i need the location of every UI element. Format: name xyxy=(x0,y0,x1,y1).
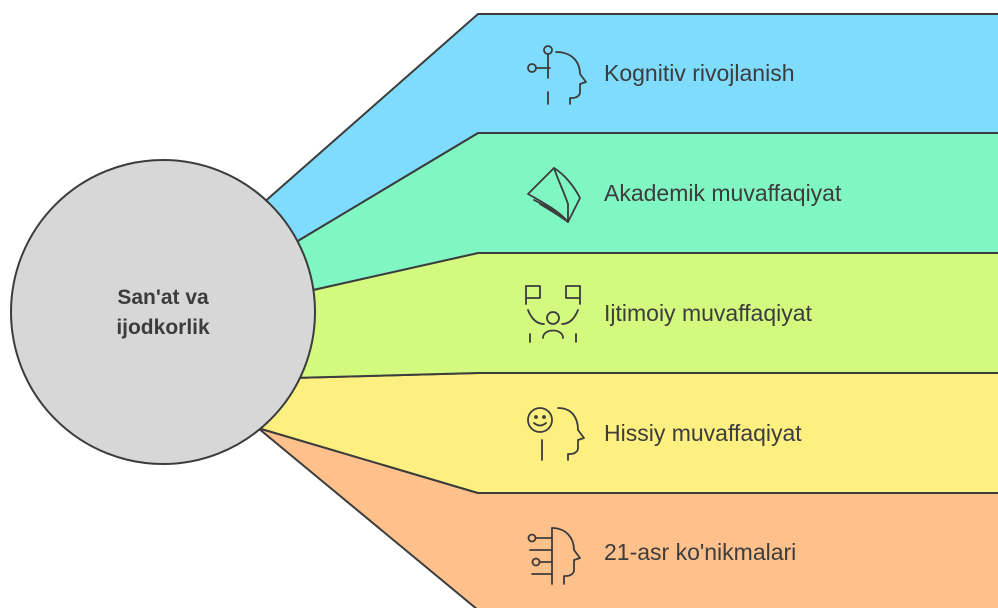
branch-label: 21-asr ko'nikmalari xyxy=(604,539,796,565)
open-book-icon xyxy=(527,167,581,223)
emotional-head-icon xyxy=(527,407,585,461)
group-people-icon xyxy=(525,285,581,343)
head-circuit-icon xyxy=(527,527,581,585)
branch-label: Akademik muvaffaqiyat xyxy=(604,180,842,206)
hub-title-line2: ijodkorlik xyxy=(116,316,210,339)
hub-title-line1: San'at va xyxy=(117,286,209,309)
branch-label: Ijtimoiy muvaffaqiyat xyxy=(604,300,813,326)
branch-label: Kognitiv rivojlanish xyxy=(604,60,794,86)
branch-emotional-success: Hissiy muvaffaqiyat xyxy=(257,372,998,494)
branch-social-success: Ijtimoiy muvaffaqiyat xyxy=(291,252,998,379)
branch-label: Hissiy muvaffaqiyat xyxy=(604,420,802,446)
head-network-icon xyxy=(527,45,587,105)
hub-circle xyxy=(10,159,316,465)
branch-cognitive-development: Kognitiv rivojlanish xyxy=(261,13,998,243)
central-hub: San'at va ijodkorlik xyxy=(10,159,316,465)
